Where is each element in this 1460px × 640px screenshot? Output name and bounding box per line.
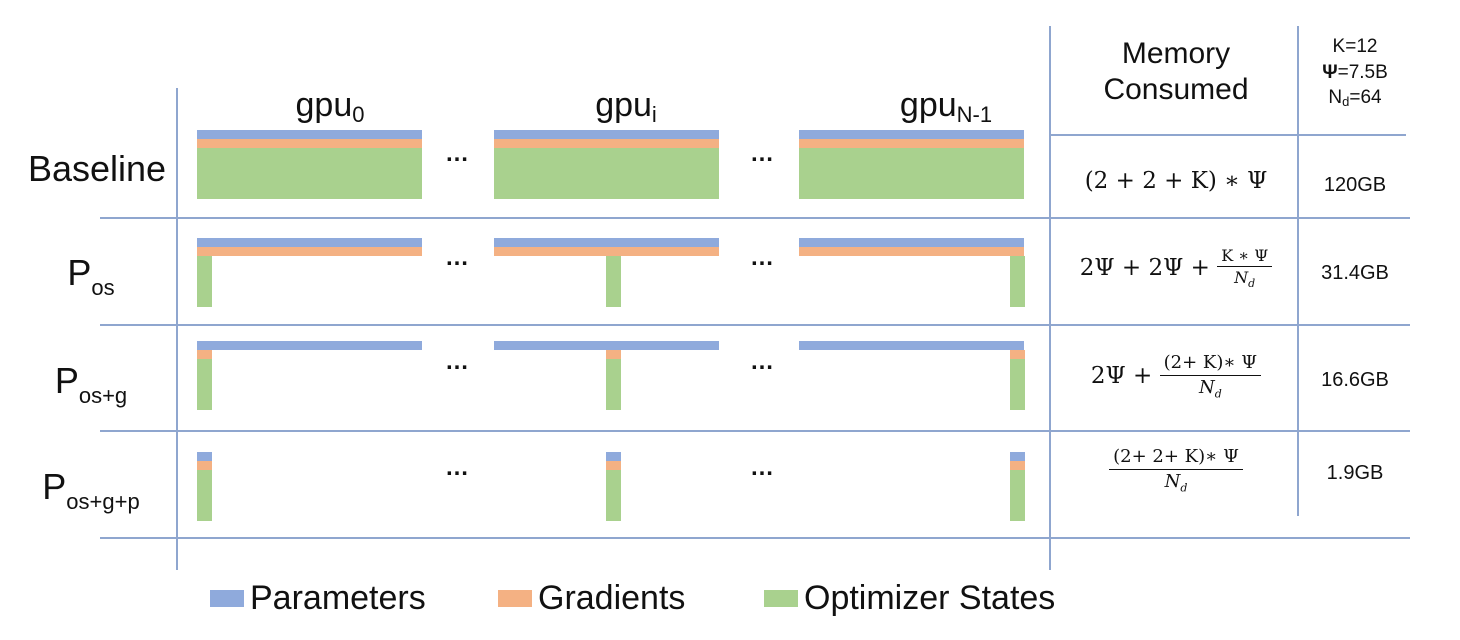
bar-params-row3-gpui [494,341,719,350]
bar-optim-row3-gpui [606,359,621,410]
bar-params-row3-gpu0 [197,341,422,350]
memory-consumed-header: Memory Consumed [1103,37,1249,106]
bar-optim-row1-gpu0 [197,148,422,199]
bar-params-row1-gpu0 [197,130,422,139]
config-column-divider [1297,26,1299,516]
bar-grads-row3-gpui [606,350,621,359]
ellipsis-row1-b: … [750,140,775,167]
config-nd: Nd=64 [1328,87,1382,110]
memory-pos-g: 16.6GB [1321,369,1389,391]
bar-grads-row4-gpu0 [197,461,212,470]
bar-optim-row3-gpun [1010,359,1025,410]
bar-optim-row2-gpun [1010,256,1025,307]
gpu-n-1-title: gpuN-1 [899,86,993,127]
memory-pos-g-p: 1.9GB [1326,462,1384,484]
row-label-pos-g: Pos+g [54,360,128,408]
legend-swatch-optimizer-states [764,589,798,607]
bar-grads-row1-gpu0 [197,139,422,148]
bar-params-row1-gpun [799,130,1024,139]
left-vertical-divider [176,88,178,570]
ellipsis-row3-b: … [750,348,775,375]
legend-label-parameters: Parameters [250,578,426,617]
bar-grads-row3-gpun [1010,350,1025,359]
bar-optim-row4-gpun [1010,470,1025,521]
config-k: K=12 [1332,36,1378,57]
legend-label-optimizer-states: Optimizer States [804,578,1056,617]
bar-optim-row4-gpui [606,470,621,521]
memory-column-divider [1049,26,1051,570]
row-divider-3 [100,430,1410,432]
bar-grads-row2-gpui [494,247,719,256]
bar-optim-row4-gpu0 [197,470,212,521]
row-divider-1 [100,217,1410,219]
bar-params-row2-gpui [494,238,719,247]
bar-params-row2-gpun [799,238,1024,247]
bar-optim-row1-gpun [799,148,1024,199]
memory-baseline: 120GB [1323,174,1387,196]
bar-grads-row1-gpui [494,139,719,148]
row-divider-2 [100,324,1410,326]
memory-pos: 31.4GB [1321,262,1389,284]
gpu-0-title: gpu0 [295,86,365,127]
bar-grads-row4-gpui [606,461,621,470]
ellipsis-row1-a: … [445,140,470,167]
config-header: K=12 Ψ=7.5B Nd=64 [1300,34,1410,111]
bar-optim-row2-gpui [606,256,621,307]
ellipsis-row4-a: … [445,454,470,481]
row-label-baseline: Baseline [27,148,167,189]
bar-optim-row3-gpu0 [197,359,212,410]
bar-grads-row4-gpun [1010,461,1025,470]
formula-baseline: (2 + 2 + K) ∗ Ψ [1084,168,1268,194]
ellipsis-row3-a: … [445,348,470,375]
legend-label-gradients: Gradients [538,578,686,617]
bar-grads-row1-gpun [799,139,1024,148]
row-label-pos: Pos [67,252,115,300]
gpu-i-title: gpui [595,86,657,127]
row-label-pos-g-p: Pos+g+p [42,466,140,514]
header-divider [1049,134,1406,136]
ellipsis-row2-a: … [445,244,470,271]
config-psi: Ψ=7.5B [1322,61,1388,83]
legend-gradients: Gradients [498,578,685,618]
legend-swatch-parameters [210,589,244,607]
bar-params-row4-gpun [1010,452,1025,461]
legend-swatch-gradients [498,589,532,607]
ellipsis-row4-b: … [750,454,775,481]
legend-optimizer-states: Optimizer States [764,578,1055,618]
bar-grads-row3-gpu0 [197,350,212,359]
bar-optim-row2-gpu0 [197,256,212,307]
ellipsis-row2-b: … [750,244,775,271]
bar-grads-row2-gpu0 [197,247,422,256]
bar-optim-row1-gpui [494,148,719,199]
bar-params-row4-gpui [606,452,621,461]
bar-params-row2-gpu0 [197,238,422,247]
row-divider-4 [100,537,1410,539]
bar-grads-row2-gpun [799,247,1024,256]
bar-params-row3-gpun [799,341,1024,350]
legend-parameters: Parameters [210,578,426,618]
bar-params-row1-gpui [494,130,719,139]
bar-params-row4-gpu0 [197,452,212,461]
